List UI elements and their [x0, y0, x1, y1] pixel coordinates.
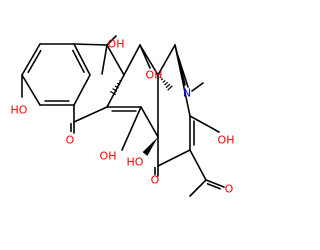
bond-c6-methyl	[101, 44, 108, 75]
bond-acetyl-carbonyl-inner	[206, 183, 222, 190]
bond-c6-c5a	[106, 44, 125, 76]
bond-n-methyl2	[191, 82, 204, 92]
bond-a1-a2	[21, 43, 41, 76]
bond-acetyl-carbonyl	[205, 179, 225, 188]
atom-label-oh-c5: OH	[146, 69, 163, 82]
atom-label-oh-benzylic: OH	[108, 38, 125, 51]
wedge-c12a-oh	[142, 137, 158, 156]
bond-a6-a1	[21, 74, 41, 106]
bond-c6-oh	[106, 35, 117, 46]
hash-c4a-h	[159, 76, 173, 91]
bond-acetyl-methyl	[189, 179, 207, 197]
bond-a3-a4-inner	[72, 49, 85, 73]
atom-label-layer: OH HO O OH N OH HO O OH O	[11, 38, 235, 196]
bond-c2-c1	[157, 149, 191, 167]
atom-label-ho-phenol: HO	[11, 104, 28, 117]
atom-label-oh-c11: OH	[100, 150, 117, 163]
hash-c5a-h	[109, 77, 123, 96]
bond-c11a-c11	[73, 106, 108, 123]
stereo-wedge-layer	[109, 76, 173, 156]
tetracycline-structure-diagram: OH HO O OH N OH HO O OH O	[11, 35, 235, 197]
bond-a1-a2-inner	[27, 49, 42, 74]
bond-a3-c6	[73, 43, 108, 46]
bond-c5-oh	[139, 44, 151, 69]
atom-label-o-ring-ketone: O	[151, 174, 160, 187]
bond-c12a-c12	[140, 106, 159, 138]
bond-a4-a5	[73, 74, 91, 106]
bond-c4a-c4	[157, 44, 176, 76]
atom-label-n-dimethylamino: N	[183, 87, 191, 100]
bond-c5a-c5	[123, 44, 141, 76]
atom-label-ho-c12a: HO	[127, 156, 144, 169]
bond-c2-acetyl	[189, 149, 207, 181]
bond-c3-oh	[189, 115, 220, 133]
bond-n-methyl1	[177, 55, 189, 88]
bond-c12-oh	[121, 106, 142, 151]
bond-a3-a4	[73, 43, 91, 76]
bond-layer	[21, 35, 225, 197]
atom-label-o-acetyl: O	[225, 183, 234, 196]
atom-label-oh-c3: OH	[218, 134, 235, 147]
atom-label-o-ketone: O	[66, 134, 75, 147]
bond-c4-n	[174, 44, 186, 86]
